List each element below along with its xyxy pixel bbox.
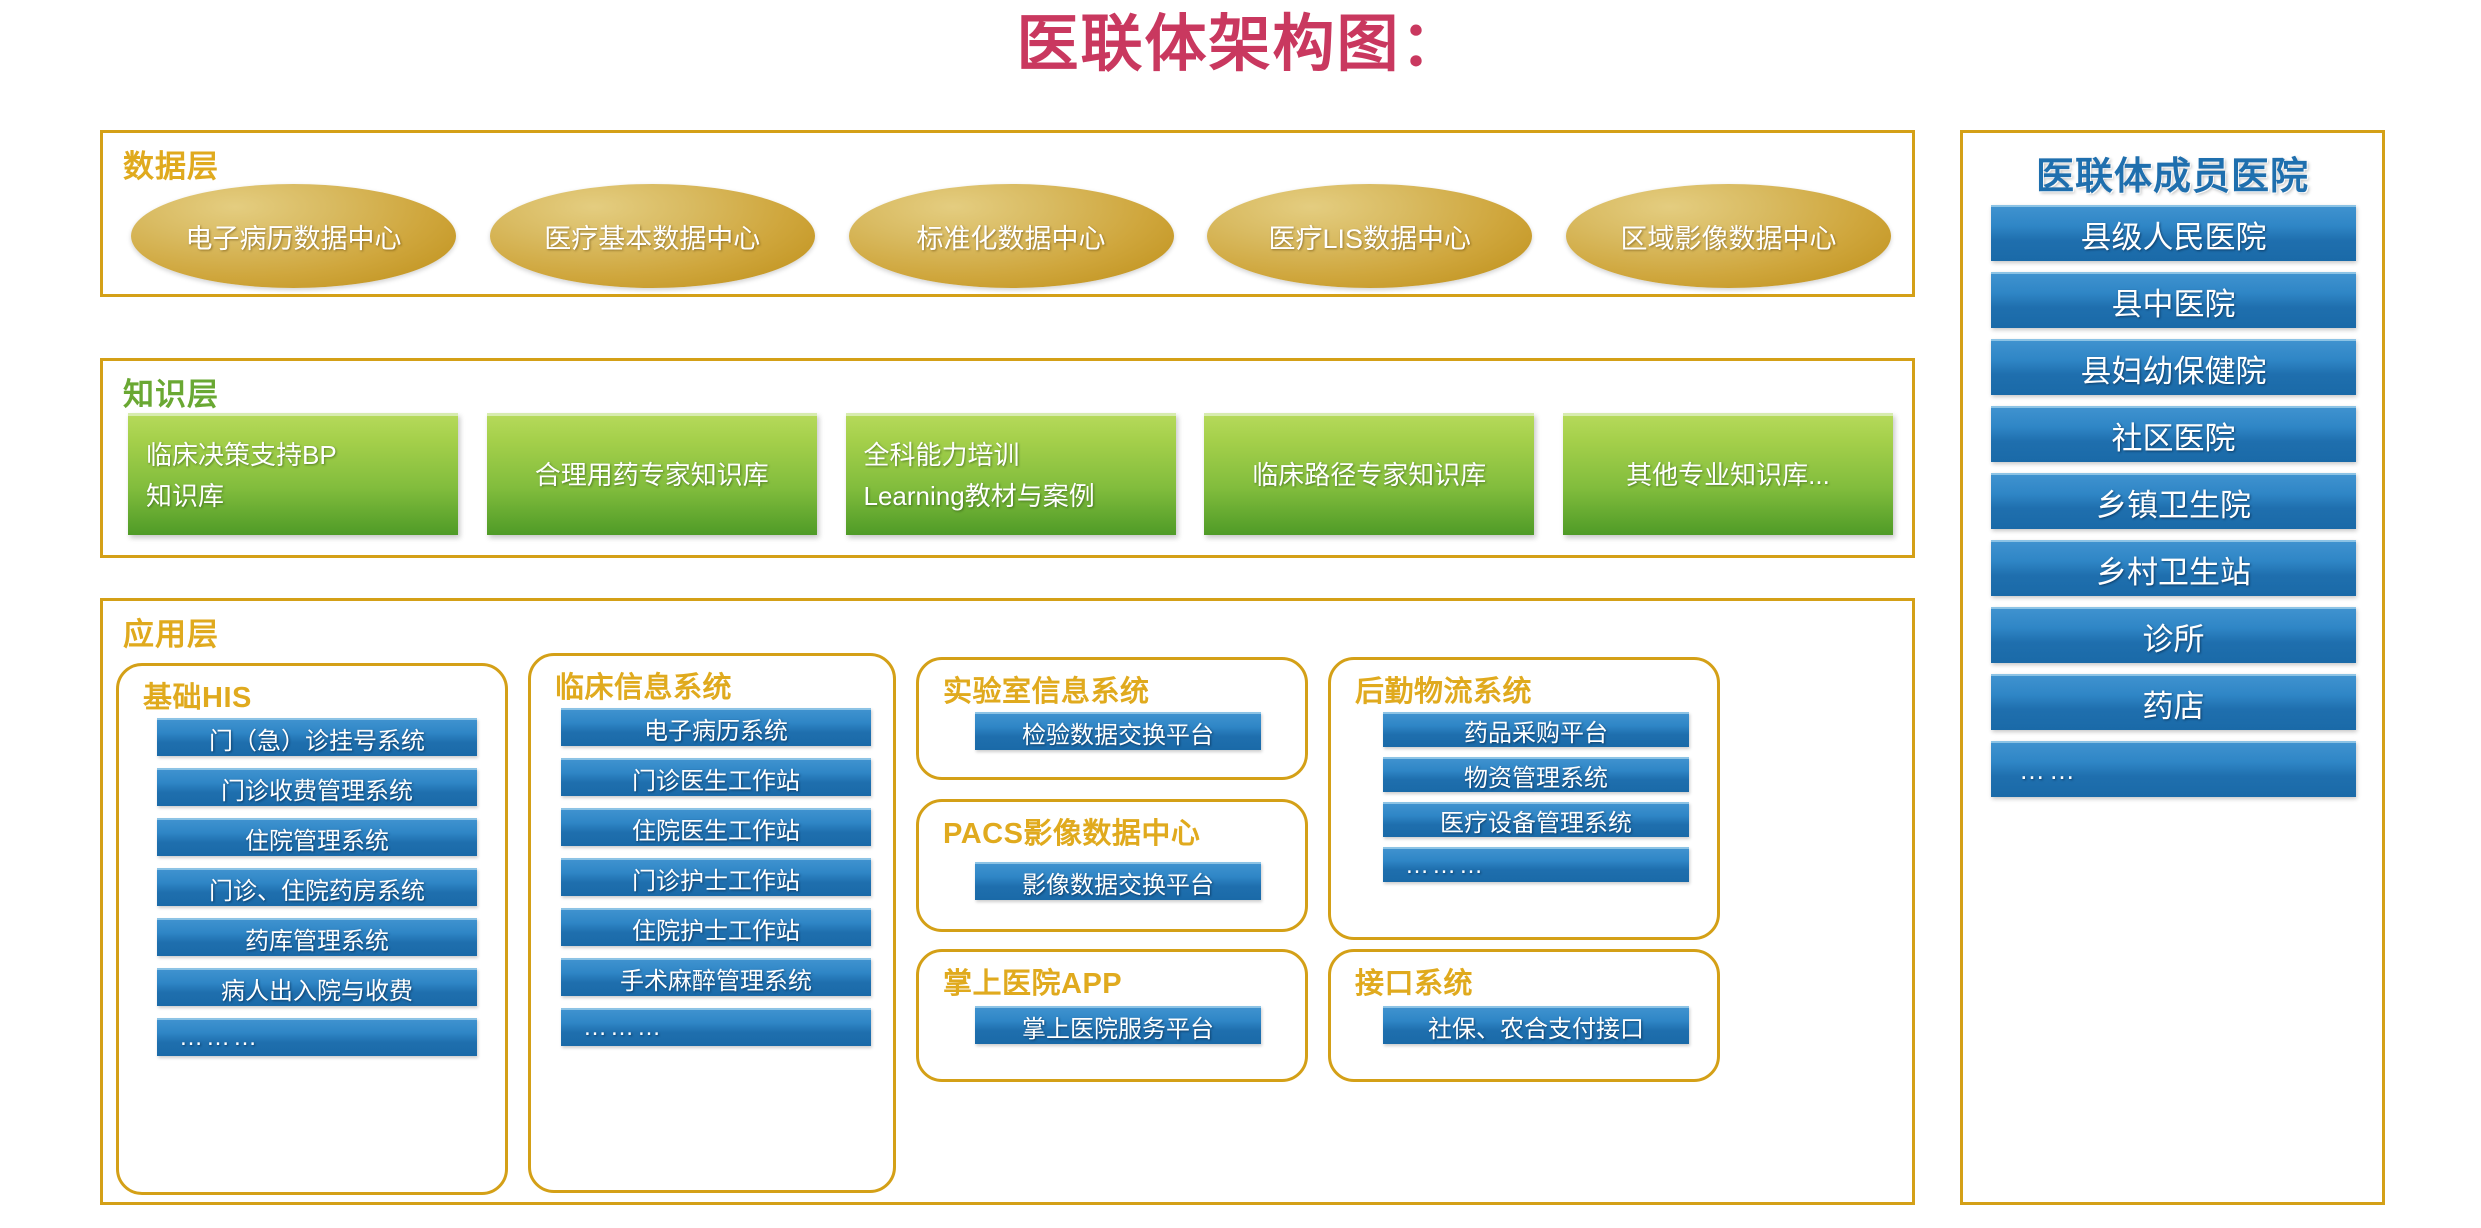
panel-title: PACS影像数据中心 bbox=[943, 818, 1201, 850]
knowledge-box-line: 临床路径专家知识库 bbox=[1252, 460, 1487, 491]
knowledge-box[interactable]: 临床路径专家知识库 bbox=[1204, 413, 1535, 535]
panel-title: 接口系统 bbox=[1355, 968, 1474, 1000]
sidebar-item-county-peoples-hospital[interactable]: 县级人民医院 bbox=[1991, 205, 2356, 261]
panel-basic-his: 基础HIS 门（急）诊挂号系统 门诊收费管理系统 住院管理系统 门诊、住院药房系… bbox=[116, 663, 508, 1195]
panel-logistics-system: 后勤物流系统 药品采购平台 物资管理系统 医疗设备管理系统 ……… bbox=[1328, 657, 1720, 940]
data-layer-label: 数据层 bbox=[123, 149, 219, 184]
panel-laboratory-information-system: 实验室信息系统 检验数据交换平台 bbox=[916, 657, 1308, 780]
app-item[interactable]: 住院医生工作站 bbox=[561, 808, 871, 846]
panel-interface-system: 接口系统 社保、农合支付接口 bbox=[1328, 949, 1720, 1082]
knowledge-box-line: 临床决策支持BP bbox=[146, 440, 337, 471]
app-item[interactable]: 病人出入院与收费 bbox=[157, 968, 477, 1006]
data-center-ellipse[interactable]: 电子病历数据中心 bbox=[131, 184, 456, 288]
knowledge-box-line: 其他专业知识库... bbox=[1626, 460, 1830, 491]
data-center-ellipse[interactable]: 区域影像数据中心 bbox=[1566, 184, 1891, 288]
knowledge-layer-items: 临床决策支持BP 知识库 合理用药专家知识库 全科能力培训 Learning教材… bbox=[128, 413, 1893, 538]
knowledge-box[interactable]: 全科能力培训 Learning教材与案例 bbox=[845, 413, 1176, 535]
member-hospitals-panel: 医联体成员医院 县级人民医院 县中医院 县妇幼保健院 社区医院 乡镇卫生院 乡村… bbox=[1960, 130, 2385, 1205]
app-item-more[interactable]: ……… bbox=[157, 1018, 477, 1056]
app-item[interactable]: 门诊收费管理系统 bbox=[157, 768, 477, 806]
app-item[interactable]: 门（急）诊挂号系统 bbox=[157, 718, 477, 756]
panel-title: 掌上医院APP bbox=[943, 968, 1123, 1000]
panel-title: 实验室信息系统 bbox=[943, 676, 1150, 708]
architecture-main-region: 数据层 电子病历数据中心 医疗基本数据中心 标准化数据中心 医疗LIS数据中心 … bbox=[100, 130, 1915, 1205]
application-layer-panel: 应用层 基础HIS 门（急）诊挂号系统 门诊收费管理系统 住院管理系统 门诊、住… bbox=[100, 598, 1915, 1205]
panel-item-list: 掌上医院服务平台 bbox=[919, 1006, 1305, 1053]
data-center-ellipse[interactable]: 医疗LIS数据中心 bbox=[1207, 184, 1533, 288]
panel-item-list: 门（急）诊挂号系统 门诊收费管理系统 住院管理系统 门诊、住院药房系统 药库管理… bbox=[119, 718, 505, 1068]
panel-item-list: 社保、农合支付接口 bbox=[1331, 1006, 1717, 1053]
knowledge-box[interactable]: 其他专业知识库... bbox=[1563, 413, 1893, 535]
app-item[interactable]: 药品采购平台 bbox=[1383, 712, 1689, 747]
app-item[interactable]: 手术麻醉管理系统 bbox=[561, 958, 871, 996]
sidebar-item-county-tcm-hospital[interactable]: 县中医院 bbox=[1991, 272, 2356, 328]
panel-title: 临床信息系统 bbox=[555, 672, 733, 704]
knowledge-box-line: Learning教材与案例 bbox=[863, 480, 1095, 511]
panel-item-list: 电子病历系统 门诊医生工作站 住院医生工作站 门诊护士工作站 住院护士工作站 手… bbox=[531, 708, 893, 1058]
app-item[interactable]: 电子病历系统 bbox=[561, 708, 871, 746]
app-item[interactable]: 掌上医院服务平台 bbox=[975, 1006, 1261, 1044]
knowledge-box[interactable]: 合理用药专家知识库 bbox=[486, 413, 817, 535]
sidebar-item-community-hospital[interactable]: 社区医院 bbox=[1991, 406, 2356, 462]
app-item[interactable]: 住院护士工作站 bbox=[561, 908, 871, 946]
panel-item-list: 药品采购平台 物资管理系统 医疗设备管理系统 ……… bbox=[1331, 712, 1717, 892]
knowledge-layer-label: 知识层 bbox=[123, 377, 219, 412]
app-item[interactable]: 门诊、住院药房系统 bbox=[157, 868, 477, 906]
sidebar-item-pharmacy[interactable]: 药店 bbox=[1991, 674, 2356, 730]
app-item[interactable]: 检验数据交换平台 bbox=[975, 712, 1261, 750]
data-center-ellipse[interactable]: 标准化数据中心 bbox=[848, 184, 1174, 288]
app-item[interactable]: 医疗设备管理系统 bbox=[1383, 802, 1689, 837]
knowledge-box-line: 合理用药专家知识库 bbox=[534, 460, 769, 491]
knowledge-layer-panel: 知识层 临床决策支持BP 知识库 合理用药专家知识库 全科能力培训 Learni… bbox=[100, 358, 1915, 558]
sidebar-item-county-maternal-child-hospital[interactable]: 县妇幼保健院 bbox=[1991, 339, 2356, 395]
app-item[interactable]: 住院管理系统 bbox=[157, 818, 477, 856]
application-layer-label: 应用层 bbox=[123, 617, 219, 652]
data-center-ellipse[interactable]: 医疗基本数据中心 bbox=[489, 184, 815, 288]
sidebar-item-more[interactable]: …… bbox=[1991, 741, 2356, 797]
application-layer-columns: 基础HIS 门（急）诊挂号系统 门诊收费管理系统 住院管理系统 门诊、住院药房系… bbox=[116, 647, 1911, 1197]
panel-pacs-image-data-center: PACS影像数据中心 影像数据交换平台 bbox=[916, 799, 1308, 932]
page-title: 医联体架构图： bbox=[1016, 10, 1465, 79]
sidebar-item-township-health-center[interactable]: 乡镇卫生院 bbox=[1991, 473, 2356, 529]
app-item[interactable]: 门诊医生工作站 bbox=[561, 758, 871, 796]
sidebar-item-list: 县级人民医院 县中医院 县妇幼保健院 社区医院 乡镇卫生院 乡村卫生站 诊所 药… bbox=[1991, 205, 2356, 808]
app-item[interactable]: 物资管理系统 bbox=[1383, 757, 1689, 792]
panel-title: 基础HIS bbox=[143, 682, 252, 714]
sidebar-item-clinic[interactable]: 诊所 bbox=[1991, 607, 2356, 663]
app-item-more[interactable]: ……… bbox=[561, 1008, 871, 1046]
sidebar-item-village-health-station[interactable]: 乡村卫生站 bbox=[1991, 540, 2356, 596]
data-layer-panel: 数据层 电子病历数据中心 医疗基本数据中心 标准化数据中心 医疗LIS数据中心 … bbox=[100, 130, 1915, 297]
panel-mobile-hospital-app: 掌上医院APP 掌上医院服务平台 bbox=[916, 949, 1308, 1082]
app-item[interactable]: 药库管理系统 bbox=[157, 918, 477, 956]
app-item[interactable]: 门诊护士工作站 bbox=[561, 858, 871, 896]
knowledge-box-line: 全科能力培训 bbox=[863, 440, 1020, 471]
panel-item-list: 影像数据交换平台 bbox=[919, 862, 1305, 909]
app-item[interactable]: 影像数据交换平台 bbox=[975, 862, 1261, 900]
panel-title: 后勤物流系统 bbox=[1355, 676, 1533, 708]
data-layer-items: 电子病历数据中心 医疗基本数据中心 标准化数据中心 医疗LIS数据中心 区域影像… bbox=[131, 181, 1891, 291]
panel-item-list: 检验数据交换平台 bbox=[919, 712, 1305, 759]
app-item[interactable]: 社保、农合支付接口 bbox=[1383, 1006, 1689, 1044]
sidebar-title: 医联体成员医院 bbox=[2035, 156, 2309, 198]
knowledge-box[interactable]: 临床决策支持BP 知识库 bbox=[128, 413, 458, 535]
app-item-more[interactable]: ……… bbox=[1383, 847, 1689, 882]
knowledge-box-line: 知识库 bbox=[146, 480, 225, 511]
panel-clinical-information-system: 临床信息系统 电子病历系统 门诊医生工作站 住院医生工作站 门诊护士工作站 住院… bbox=[528, 653, 896, 1193]
